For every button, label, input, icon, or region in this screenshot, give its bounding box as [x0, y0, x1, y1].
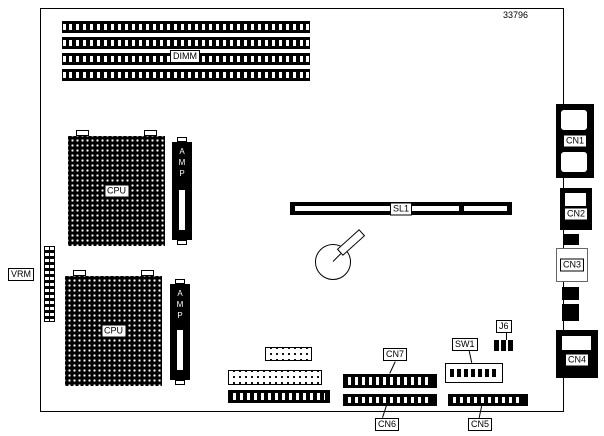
- vrm-label: VRM: [8, 268, 34, 281]
- socket-tab: [73, 270, 86, 276]
- cn1-connector: CN1: [556, 104, 594, 178]
- slot-key: [459, 204, 464, 213]
- amp-module-1: AMP: [172, 137, 192, 245]
- module-tab: [177, 240, 187, 245]
- cn4-connector: CN4: [556, 330, 598, 378]
- port-opening: [565, 193, 586, 206]
- cpu1-label: CPU: [103, 184, 130, 198]
- sw1-dip-switch: [445, 363, 503, 383]
- dimm-contacts: [69, 24, 303, 30]
- cpu-socket-1: CPU: [68, 130, 165, 246]
- cn7-label: CN7: [383, 348, 408, 361]
- j6-label: J6: [496, 320, 512, 333]
- edge-header: [228, 390, 330, 403]
- dimm-contacts: [69, 40, 303, 46]
- amp1-label: AMP: [177, 147, 187, 180]
- dimm-latch: [63, 56, 66, 62]
- socket-tab: [144, 130, 157, 136]
- dimm-slot-2: [62, 37, 310, 49]
- cn1-label: CN1: [562, 134, 588, 148]
- dip-switch-keys: [450, 369, 498, 377]
- cn6-label: CN6: [375, 418, 400, 431]
- dimm-latch: [63, 72, 66, 78]
- port-opening: [561, 110, 587, 130]
- dimm-contacts: [69, 72, 303, 78]
- cn5-connector: [448, 394, 528, 406]
- sw1-label: SW1: [452, 338, 478, 351]
- dimm-latch: [306, 24, 309, 30]
- cpu2-label: CPU: [100, 324, 127, 338]
- header-contacts: [453, 397, 523, 403]
- dimm-latch: [63, 40, 66, 46]
- header-contacts: [233, 393, 325, 400]
- dimm-latch: [63, 24, 66, 30]
- dimm-latch: [306, 56, 309, 62]
- dimm-slot-1: [62, 21, 310, 33]
- audio-jack: [562, 304, 579, 321]
- pin-header-block: [265, 347, 312, 361]
- sl1-slot: SL1: [290, 202, 512, 215]
- cn7-connector: [343, 374, 437, 388]
- module-tab: [175, 380, 185, 385]
- port-opening: [562, 336, 591, 350]
- document-number: 33796: [503, 10, 529, 20]
- vrm-connector: [44, 246, 55, 322]
- cpu-socket-2: CPU: [65, 270, 162, 386]
- amp-module-2: AMP: [170, 279, 190, 385]
- audio-jack: [562, 287, 579, 300]
- dimm-slot-4: [62, 69, 310, 81]
- port-opening: [561, 152, 587, 172]
- socket-tab: [141, 270, 154, 276]
- audio-jack: [564, 234, 579, 245]
- dimm-latch: [306, 72, 309, 78]
- dimm-latch: [306, 40, 309, 46]
- j6-jumper: [494, 340, 514, 351]
- header-contacts: [348, 397, 432, 403]
- cn3-label: CN3: [559, 258, 585, 272]
- module-bar: [179, 190, 185, 230]
- socket-tab: [76, 130, 89, 136]
- amp2-label: AMP: [175, 289, 185, 322]
- cn6-connector: [343, 394, 437, 406]
- cn2-label: CN2: [563, 207, 589, 221]
- cn2-connector: CN2: [560, 188, 592, 230]
- module-bar: [177, 330, 183, 370]
- module-tab: [177, 137, 187, 142]
- cn4-label: CN4: [564, 353, 590, 367]
- dimm-label: DIMM: [170, 50, 200, 63]
- cn3-connector: CN3: [556, 248, 588, 282]
- sl1-label: SL1: [389, 202, 413, 215]
- header-contacts: [348, 377, 432, 385]
- cn5-label: CN5: [468, 418, 493, 431]
- j6-pointer-line: [506, 333, 507, 340]
- pin-header-block: [228, 370, 322, 385]
- module-tab: [175, 279, 185, 284]
